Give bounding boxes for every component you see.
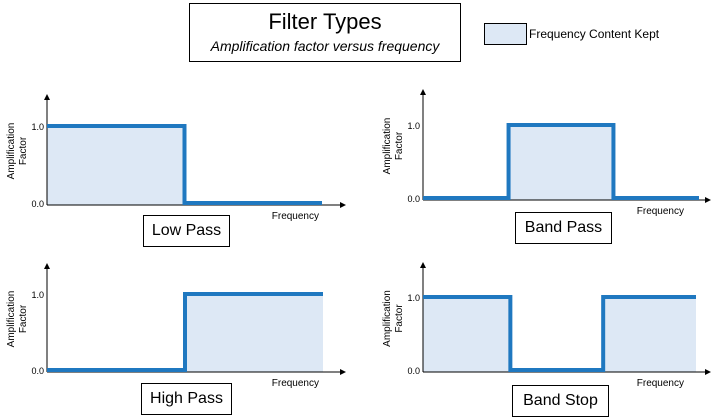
band-stop-response-line xyxy=(423,295,696,372)
band-pass-response-line xyxy=(423,123,699,200)
low-pass-label: Low Pass xyxy=(143,215,230,247)
band-pass-label: Band Pass xyxy=(515,212,612,244)
high-pass-kept-region-1 xyxy=(185,294,323,372)
band-stop-x-label: Frequency xyxy=(637,378,684,389)
band-stop-ytick-0: 0.0 xyxy=(407,366,420,376)
legend-label: Frequency Content Kept xyxy=(529,27,660,41)
low-pass-response-line xyxy=(47,124,322,205)
band-stop-label: Band Stop xyxy=(512,385,609,417)
band-stop-y-label-line: Factor xyxy=(394,304,405,333)
high-pass-label: High Pass xyxy=(141,383,232,415)
low-pass-y-label-line: Factor xyxy=(18,136,29,165)
band-pass-kept-region-1 xyxy=(508,125,614,200)
low-pass-ytick-0: 0.0 xyxy=(31,199,44,209)
low-pass-y-label: AmplificationFactor xyxy=(6,123,29,180)
high-pass-ytick-0: 0.0 xyxy=(31,366,44,376)
high-pass-x-label: Frequency xyxy=(272,378,319,389)
high-pass-y-label: AmplificationFactor xyxy=(6,291,29,348)
high-pass-response-line xyxy=(47,292,323,372)
band-pass-y-label-line: Factor xyxy=(394,131,405,160)
band-pass-y-label-line: Amplification xyxy=(382,118,393,175)
low-pass-kept-region-0 xyxy=(47,126,185,205)
low-pass-x-label: Frequency xyxy=(272,211,319,222)
page-title: Filter Types xyxy=(268,9,382,34)
low-pass-ytick-1: 1.0 xyxy=(31,122,44,132)
legend: Frequency Content Kept xyxy=(484,22,659,46)
high-pass-ytick-1: 1.0 xyxy=(31,290,44,300)
band-stop-y-label: AmplificationFactor xyxy=(382,290,405,347)
band-pass-y-label: AmplificationFactor xyxy=(382,118,405,175)
band-stop-ytick-1: 1.0 xyxy=(407,293,420,303)
band-stop-kept-region-0 xyxy=(423,297,511,372)
low-pass-y-label-line: Amplification xyxy=(6,123,17,180)
band-stop-y-label-line: Amplification xyxy=(382,290,393,347)
high-pass-y-label-line: Amplification xyxy=(6,291,17,348)
band-pass-ytick-0: 0.0 xyxy=(407,194,420,204)
band-pass-x-label: Frequency xyxy=(637,206,684,217)
title-box: Filter Types Amplification factor versus… xyxy=(189,3,461,62)
band-pass-ytick-1: 1.0 xyxy=(407,121,420,131)
high-pass-y-label-line: Factor xyxy=(18,304,29,333)
band-stop-kept-region-2 xyxy=(603,297,696,372)
page-subtitle: Amplification factor versus frequency xyxy=(210,38,440,54)
legend-swatch xyxy=(484,23,527,45)
